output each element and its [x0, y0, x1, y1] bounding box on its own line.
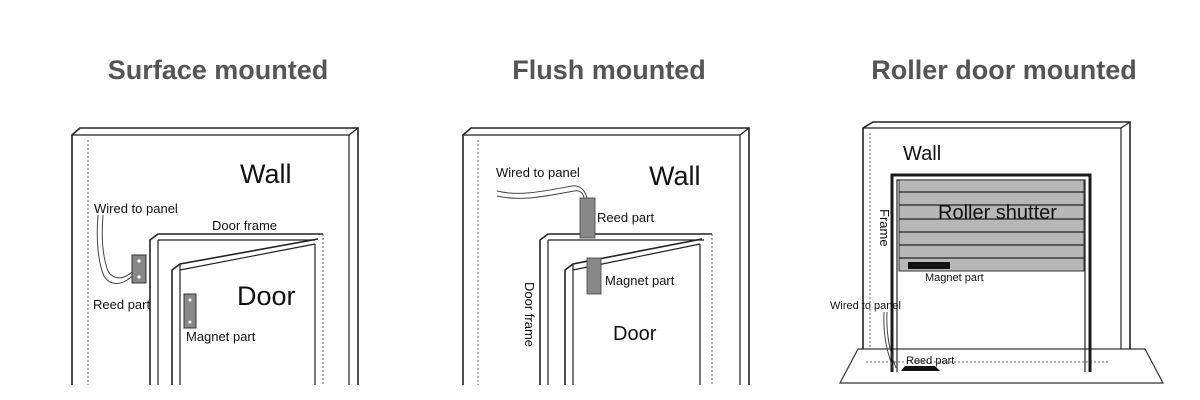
reed-part-label: Reed part	[597, 210, 654, 225]
magnet	[586, 257, 602, 295]
wall-drawing	[71, 127, 359, 385]
wall-label: Wall	[903, 143, 941, 165]
roller-shutter-label: Roller shutter	[938, 202, 1057, 224]
door-frame-drawing	[539, 233, 713, 385]
wall-drawing	[862, 121, 1131, 349]
wire	[96, 214, 133, 284]
wall-label: Wall	[240, 159, 292, 189]
wire	[496, 185, 588, 199]
magnet-part-label: Magnet part	[605, 273, 675, 288]
wire	[883, 311, 897, 369]
wall-label: Wall	[649, 161, 701, 191]
panel-title: Surface mounted	[108, 55, 329, 85]
wired-to-panel-label: Wired to panel	[830, 300, 901, 312]
door-leaf-drawing	[564, 238, 703, 385]
reed-switch	[901, 366, 940, 371]
door-leaf-drawing	[171, 238, 319, 385]
wired-to-panel-label: Wired to panel	[496, 165, 580, 180]
magnet	[908, 262, 950, 269]
magnet-part-label: Magnet part	[925, 272, 984, 284]
door-frame-label: Door frame	[522, 282, 537, 347]
door-label: Door	[613, 323, 657, 345]
panel-title: Flush mounted	[512, 55, 705, 85]
roller-shutter	[898, 179, 1085, 272]
magnet-part-label: Magnet part	[186, 329, 256, 344]
panel-flush-mounted: Flush mounted	[462, 55, 750, 385]
door-label: Door	[237, 281, 296, 311]
magnet	[183, 293, 197, 329]
door-frame-drawing	[149, 233, 324, 385]
reed-switch	[579, 197, 596, 239]
reed-switch	[131, 254, 147, 284]
reed-part-label: Reed part	[93, 297, 150, 312]
panel-surface-mounted: Surface mounted	[71, 55, 359, 385]
door-frame-label: Door frame	[212, 218, 277, 233]
panel-title: Roller door mounted	[871, 55, 1137, 85]
wired-to-panel-label: Wired to panel	[94, 201, 178, 216]
frame-label: Frame	[877, 209, 892, 247]
reed-part-label: Reed part	[906, 355, 954, 367]
panel-roller-door-mounted: Roller door mounted	[830, 55, 1164, 384]
floor	[839, 348, 1164, 384]
wall-drawing	[462, 127, 750, 385]
